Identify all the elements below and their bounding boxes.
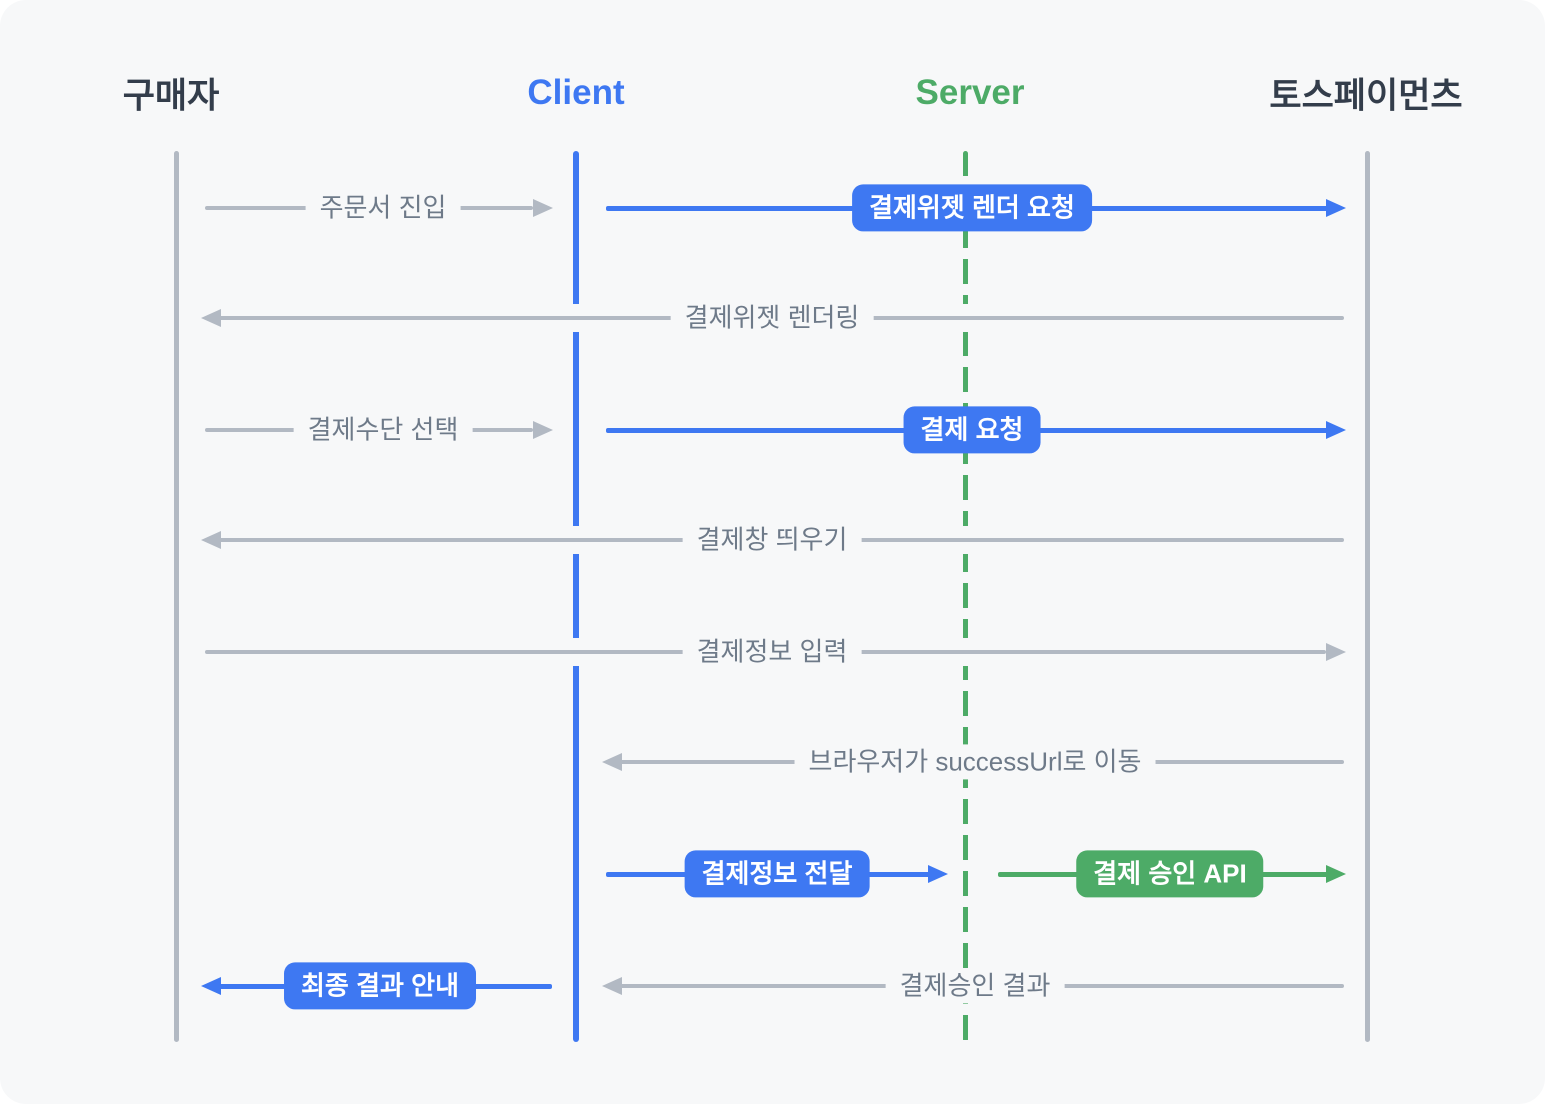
arrowhead-left-icon: [201, 309, 221, 327]
message-label: 결제승인 결과: [885, 968, 1065, 1004]
lifeline-toss-payments: [1365, 151, 1370, 1042]
message-badge: 결제 승인 API: [1076, 850, 1264, 898]
message-badge: 결제위젯 렌더 요청: [852, 184, 1092, 232]
arrowhead-right-icon: [1326, 865, 1346, 883]
lifeline-buyer: [174, 151, 179, 1042]
message-label: 결제창 띄우기: [682, 522, 862, 558]
arrowhead-left-icon: [201, 531, 221, 549]
message-label: 결제위젯 렌더링: [670, 300, 874, 336]
actor-label-client: Client: [527, 73, 625, 112]
actor-label-server: Server: [915, 73, 1025, 112]
message-label: 결제정보 입력: [682, 634, 862, 670]
message-badge: 결제 요청: [903, 406, 1041, 454]
lifeline-client: [573, 151, 579, 1042]
arrowhead-left-icon: [602, 753, 622, 771]
message-badge: 결제정보 전달: [684, 850, 870, 898]
lifeline-server: [963, 151, 968, 1042]
message-label: 결제수단 선택: [293, 412, 473, 448]
message-badge: 최종 결과 안내: [284, 962, 476, 1010]
arrowhead-right-icon: [1326, 199, 1346, 217]
message-label: 주문서 진입: [305, 190, 461, 226]
arrowhead-right-icon: [1326, 643, 1346, 661]
arrowhead-right-icon: [533, 421, 553, 439]
actor-label-buyer: 구매자: [122, 76, 220, 116]
arrowhead-right-icon: [533, 199, 553, 217]
arrowhead-right-icon: [928, 865, 948, 883]
arrowhead-left-icon: [602, 977, 622, 995]
arrowhead-right-icon: [1326, 421, 1346, 439]
message-label: 브라우저가 successUrl로 이동: [794, 744, 1156, 780]
actor-label-toss-payments: 토스페이먼츠: [1269, 76, 1463, 116]
arrowhead-left-icon: [201, 977, 221, 995]
